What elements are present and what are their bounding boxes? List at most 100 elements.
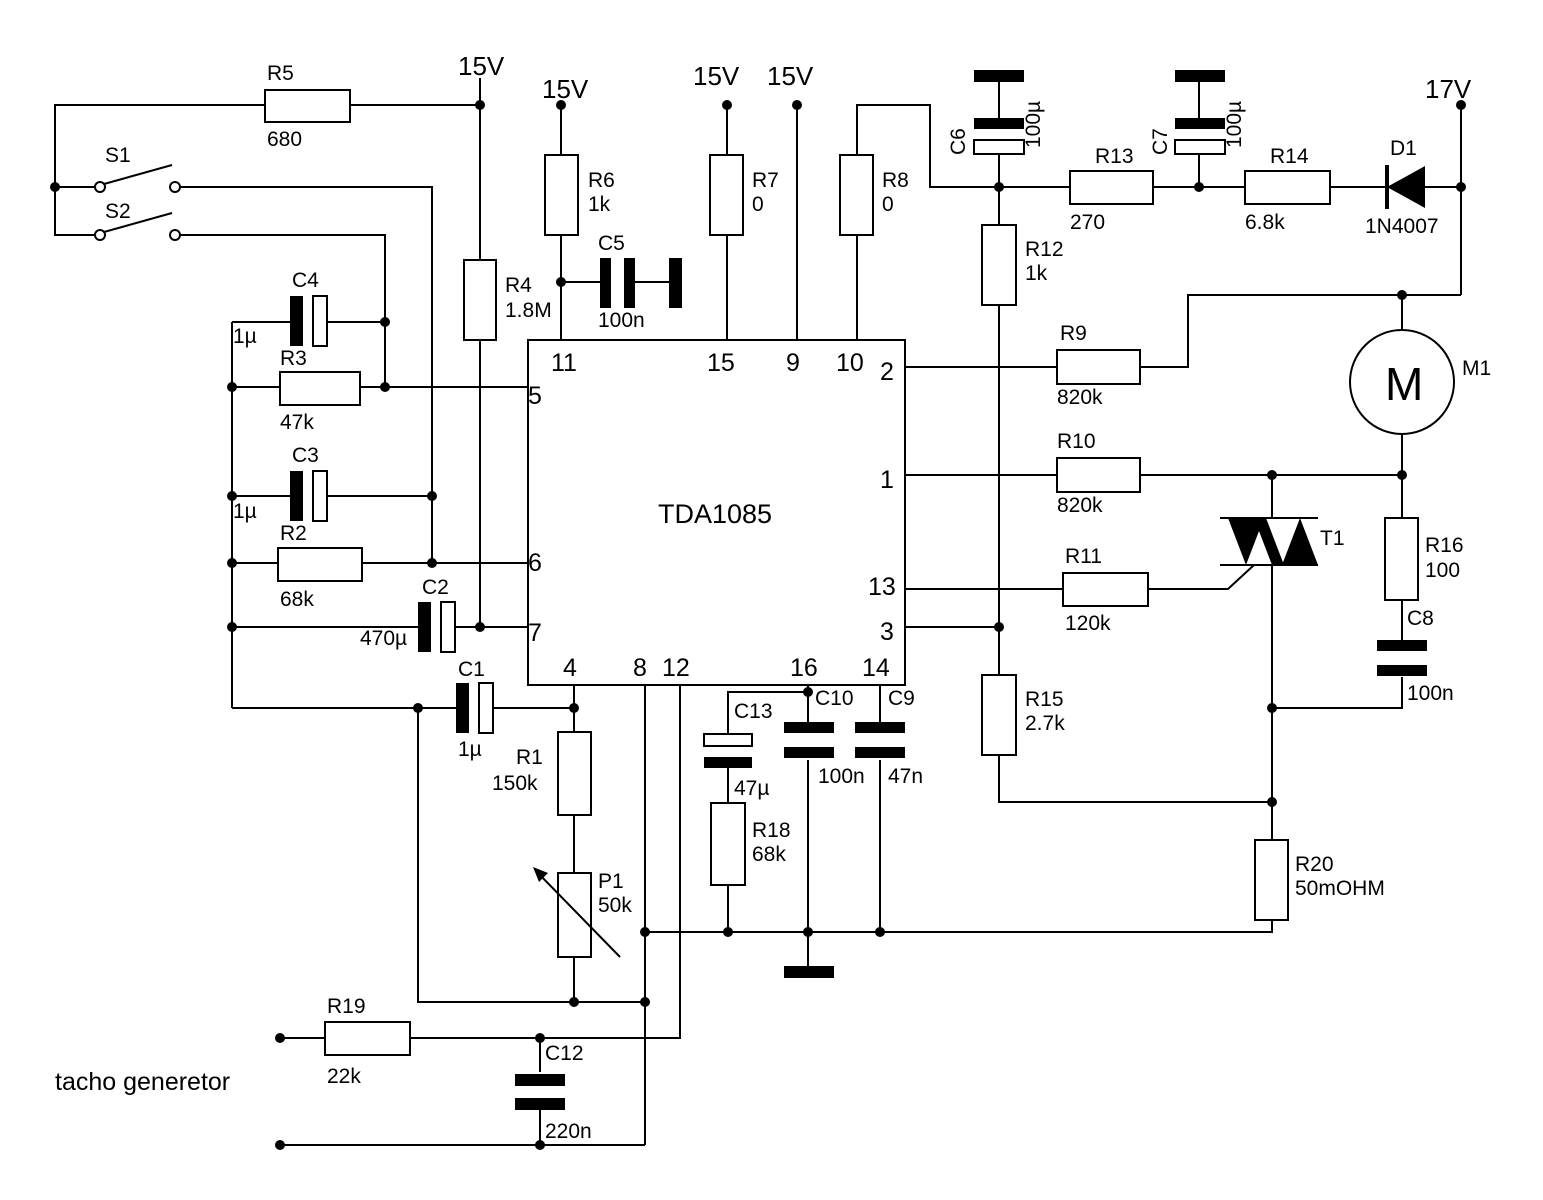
r15-name: R15 (1025, 688, 1064, 711)
c3-name: C3 (292, 444, 319, 467)
motor-symbol: M (1385, 358, 1423, 410)
switch-s1-lever (103, 164, 173, 185)
ic-pin-5: 5 (528, 382, 542, 410)
r8-name: R8 (882, 169, 909, 192)
resistor-r2 (277, 547, 363, 582)
s1-name: S1 (105, 144, 131, 167)
c8-value: 100n (1407, 682, 1454, 705)
r7-value: 0 (752, 193, 764, 216)
r12-name: R12 (1025, 238, 1064, 261)
capacitor-c6 (974, 118, 1024, 129)
ic-pin-12: 12 (662, 654, 690, 682)
r19-name: R19 (327, 995, 366, 1018)
capacitor-c9 (855, 722, 905, 733)
r20-name: R20 (1295, 853, 1334, 876)
capacitor-c1 (456, 683, 469, 733)
ground-c7 (1175, 70, 1225, 82)
resistor-r12 (981, 224, 1017, 306)
c6-value: 100µ (1022, 101, 1045, 148)
capacitor-c5 (600, 258, 611, 308)
switch-s2-contact-a (94, 229, 106, 241)
p1-name: P1 (598, 870, 624, 893)
resistor-r16 (1384, 517, 1419, 601)
r10-name: R10 (1057, 430, 1096, 453)
ic-pin-8: 8 (633, 654, 647, 682)
ic-pin-6: 6 (528, 549, 542, 577)
r4-name: R4 (505, 274, 532, 297)
r20-value: 50mOHM (1295, 877, 1385, 900)
resistor-r1 (557, 731, 592, 816)
r10-value: 820k (1057, 494, 1103, 517)
resistor-r19 (324, 1021, 411, 1056)
r2-value: 68k (280, 588, 314, 611)
r6-value: 1k (588, 193, 611, 216)
c2-value: 470µ (360, 627, 407, 650)
capacitor-c12 (515, 1074, 565, 1086)
supply-labels: 15V 15V 15V 15V 17V (458, 51, 1472, 104)
ic-pin-13: 13 (868, 573, 896, 601)
c7-name: C7 (1149, 128, 1172, 155)
tacho-generator-label: tacho generetor (55, 1068, 230, 1096)
c5-name: C5 (598, 232, 625, 255)
capacitor-c7 (1175, 118, 1225, 129)
ic-pin-3: 3 (880, 618, 894, 646)
capacitor-c8 (1377, 640, 1427, 651)
capacitor-c3 (290, 471, 303, 521)
c12-value: 220n (545, 1120, 592, 1143)
capacitor-c2 (418, 602, 431, 652)
c13-name: C13 (734, 700, 773, 723)
r13-value: 270 (1070, 211, 1105, 234)
ic-pin-4: 4 (563, 654, 577, 682)
s2-name: S2 (105, 200, 131, 223)
junction-dots (50, 100, 1466, 1150)
d1-name: D1 (1390, 137, 1417, 160)
switch-s1-contact-a (94, 181, 106, 193)
c1-value: 1µ (458, 738, 482, 761)
potentiometer-p1: P1 50k (533, 867, 632, 958)
r18-value: 68k (752, 843, 786, 866)
ground-c5 (669, 258, 682, 308)
c8-name: C8 (1407, 607, 1434, 630)
ic-pin-11: 11 (551, 349, 577, 377)
switch-s2-lever (103, 212, 173, 233)
supply-15v-pin9: 15V (767, 61, 814, 91)
c9-value: 47n (888, 765, 923, 788)
r5-value: 680 (267, 128, 302, 151)
c10-value: 100n (818, 765, 865, 788)
c1-name: C1 (458, 658, 485, 681)
r3-value: 47k (280, 411, 314, 434)
capacitor-c10 (784, 722, 834, 733)
switch-s1-contact-b (169, 181, 181, 193)
resistor-r13 (1069, 170, 1154, 205)
capacitor-c4 (290, 296, 303, 346)
r5-name: R5 (267, 62, 294, 85)
resistor-r14 (1244, 170, 1331, 205)
capacitors: C4 1µ C3 1µ C2 470µ C1 1µ C5 100n C6 100… (233, 70, 1454, 1143)
ic-pin-7: 7 (528, 619, 542, 647)
r18-name: R18 (752, 819, 791, 842)
c12-name: C12 (545, 1042, 584, 1065)
ic-pin-16: 16 (790, 654, 818, 682)
r14-name: R14 (1270, 145, 1309, 168)
motor-m1: M M1 (1349, 329, 1491, 435)
resistor-r3 (279, 371, 361, 406)
switch-s2-contact-b (169, 229, 181, 241)
supply-15v-r5: 15V (458, 51, 505, 81)
c4-name: C4 (292, 269, 319, 292)
ic-pin-1: 1 (880, 466, 894, 494)
supply-15v-r7: 15V (693, 61, 740, 91)
ic-pin-9: 9 (786, 349, 800, 377)
c3-value: 1µ (233, 500, 257, 523)
r9-name: R9 (1060, 322, 1087, 345)
r11-name: R11 (1065, 545, 1102, 568)
r11-value: 120k (1065, 612, 1111, 635)
r2-name: R2 (280, 522, 307, 545)
ic-tda1085: TDA1085 11 15 9 10 2 1 13 3 5 6 7 4 8 12… (527, 339, 906, 686)
r6-name: R6 (588, 169, 615, 192)
resistor-r4 (463, 259, 497, 341)
c2-name: C2 (422, 576, 449, 599)
r16-value: 100 (1425, 559, 1460, 582)
r7-name: R7 (752, 169, 779, 192)
r4-value: 1.8M (505, 299, 552, 322)
